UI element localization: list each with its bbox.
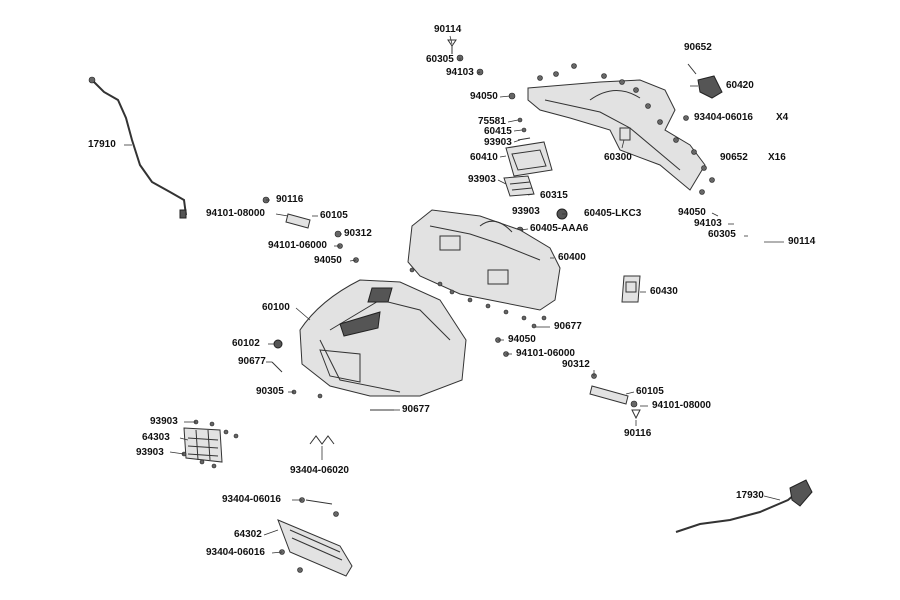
label-94050-left: 94050 (314, 255, 342, 266)
fasteners-60300-ring (537, 63, 715, 195)
label-94101-08000-top: 94101-08000 (206, 208, 265, 219)
label-90116-lower: 90116 (624, 428, 652, 439)
label-90677-right: 90677 (554, 321, 582, 332)
part-60420-bracket (687, 63, 723, 99)
label-94101-06000-top: 94101-06000 (268, 240, 327, 251)
part-17930-cable (675, 479, 813, 533)
label-60305-right: 60305 (708, 229, 736, 240)
label-94050-right: 94050 (678, 207, 706, 218)
label-93404-06016-mid: 93404-06016 (222, 494, 281, 505)
label-60420: 60420 (726, 80, 754, 91)
label-93903-grill-bottom: 93903 (136, 447, 164, 458)
label-93404-06016-bottom: 93404-06016 (206, 547, 265, 558)
label-93404-06020: 93404-06020 (290, 465, 349, 476)
quantity-x4: X4 (776, 112, 789, 123)
label-93903-lower: 93903 (512, 206, 540, 217)
label-60415: 60415 (484, 126, 512, 137)
label-93903-grill-top: 93903 (150, 416, 178, 427)
part-60400-dashboard (407, 209, 561, 311)
part-64303-grill (183, 427, 223, 463)
label-94103-top: 94103 (446, 67, 474, 78)
label-90305: 90305 (256, 386, 284, 397)
label-60430: 60430 (650, 286, 678, 297)
label-93903-top: 93903 (484, 137, 512, 148)
part-60315-switch (503, 175, 535, 197)
part-17910-cable (88, 76, 187, 219)
label-94103-right: 94103 (694, 218, 722, 229)
part-60300-rear-panel (527, 79, 706, 191)
label-90312-lower: 90312 (562, 359, 590, 370)
label-60410: 60410 (470, 152, 498, 163)
label-90312-top: 90312 (344, 228, 372, 239)
label-90652-mid: 90652 (720, 152, 748, 163)
label-93903-mid: 93903 (468, 174, 496, 185)
label-60405-lkc3: 60405-LKC3 (584, 208, 642, 219)
label-90116-top: 90116 (276, 194, 304, 205)
label-60400: 60400 (558, 252, 586, 263)
label-17930: 17930 (736, 490, 764, 501)
label-64303: 64303 (142, 432, 170, 443)
label-60305-top: 60305 (426, 54, 454, 65)
hardware-90114-top (447, 39, 516, 100)
label-93404-06016-top: 93404-06016 (694, 112, 753, 123)
fasteners-60400-row (409, 267, 547, 321)
label-60105-lower: 60105 (636, 386, 664, 397)
part-60105-top (262, 196, 359, 263)
hardware-93404-06016-upper (299, 497, 339, 517)
label-94050-top: 94050 (470, 91, 498, 102)
label-64302: 64302 (234, 529, 262, 540)
part-60410-panel (505, 117, 553, 177)
label-94050-center: 94050 (508, 334, 536, 345)
label-60405-aaa6: 60405-AAA6 (530, 223, 589, 234)
part-60430-insert (621, 275, 641, 303)
label-94101-08000-lower: 94101-08000 (652, 400, 711, 411)
label-75581: 75581 (478, 116, 506, 127)
label-60102: 60102 (232, 338, 260, 349)
part-64302-lower-grille (277, 519, 353, 577)
hardware-body-small (271, 323, 597, 411)
leader-lines (124, 35, 784, 554)
label-90114-top: 90114 (434, 24, 462, 35)
label-60300: 60300 (604, 152, 632, 163)
label-94101-06000-lower: 94101-06000 (516, 348, 575, 359)
label-90677-bottom: 90677 (402, 404, 430, 415)
label-90114-right: 90114 (788, 236, 816, 247)
hardware-93404-06020 (309, 435, 335, 445)
hardware-64303-screws (181, 419, 239, 469)
label-90677-left: 90677 (238, 356, 266, 367)
label-60105-top: 60105 (320, 210, 348, 221)
label-60100: 60100 (262, 302, 290, 313)
label-17910: 17910 (88, 139, 116, 150)
label-60315: 60315 (540, 190, 568, 201)
quantity-x16: X16 (768, 152, 786, 163)
part-60105-lower (589, 385, 641, 420)
part-60100-body (299, 279, 467, 397)
label-90652-top: 90652 (684, 42, 712, 53)
